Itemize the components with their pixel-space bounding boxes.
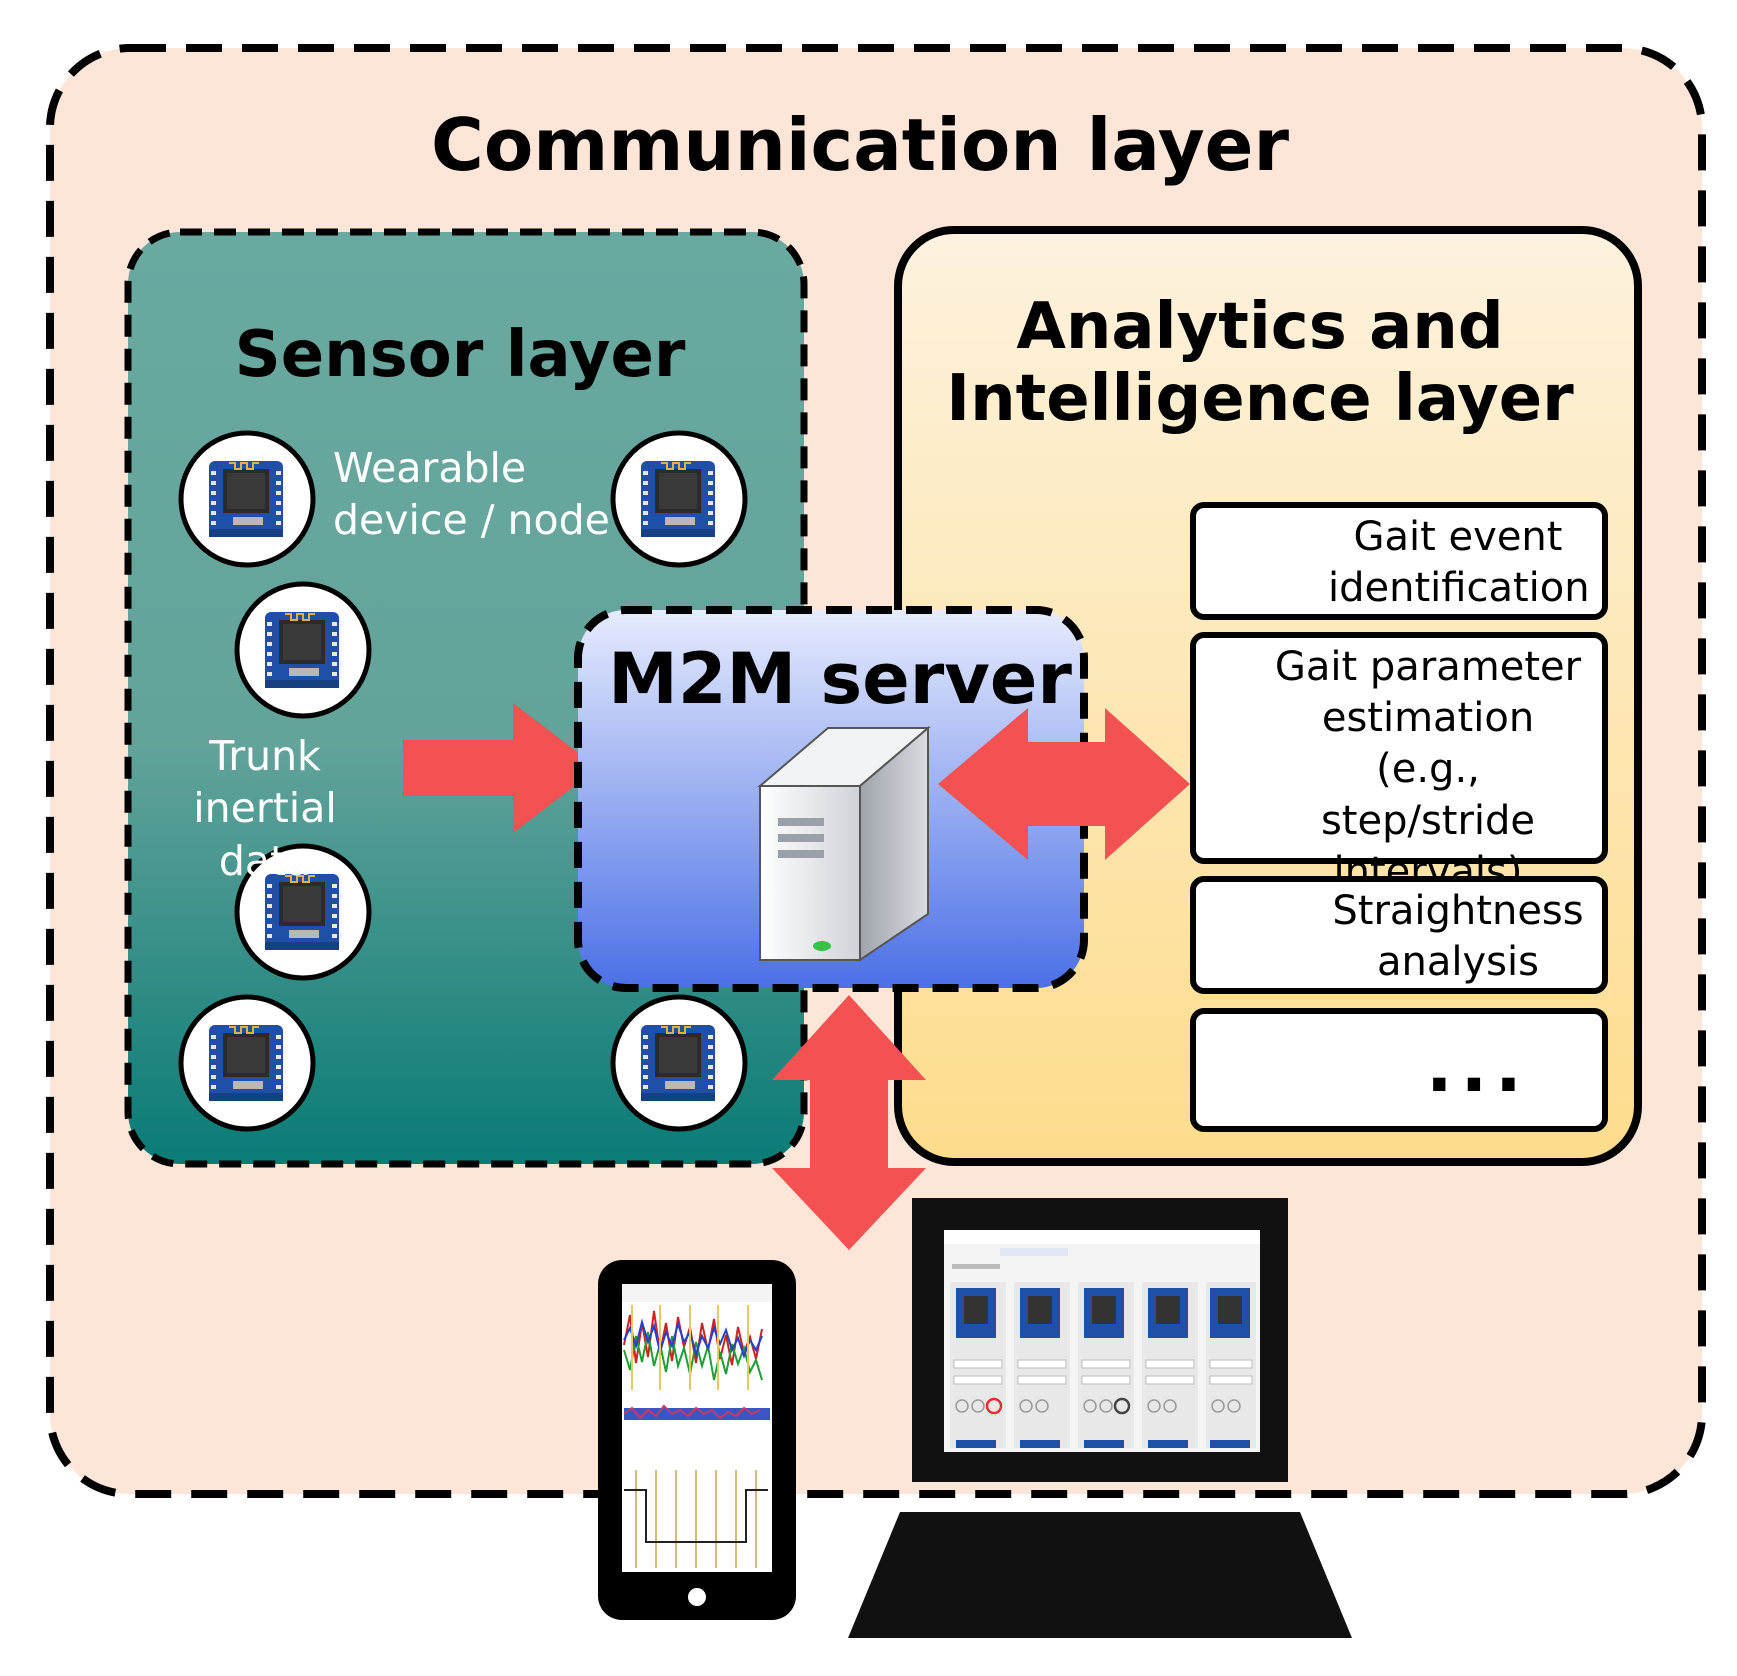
communication-layer-title: Communication layer [430,103,1290,187]
bidirectional-arrow [772,995,926,1250]
wearable-node-label: Wearable device / node [333,444,610,545]
module-card-more: ... [1190,1008,1608,1132]
wearable-node-icon [613,433,745,565]
wearable-node-icon [181,433,313,565]
module-label: Gait event identification [1328,514,1590,612]
module-label: Gait parameter estimation (e.g., step/st… [1274,644,1582,895]
sensor-layer-title: Sensor layer [234,318,686,392]
bidirectional-arrow [938,708,1190,860]
wearable-node-icon [613,997,745,1129]
trunk-data-label: Trunk inertial data [193,732,337,885]
wearable-node-icon [181,997,313,1129]
data-flow-arrow [403,703,598,833]
module-card-gait-parameter: Gait parameter estimation (e.g., step/st… [1190,632,1608,895]
smartphone-icon [598,1260,796,1620]
m2m-server-title: M2M server [608,638,1072,720]
module-card-gait-event: Gait event identification [1190,502,1608,620]
desktop-monitor-icon [848,1198,1352,1638]
server-icon [757,725,931,962]
wearable-node-icon [237,584,369,716]
module-card-straightness: Straightness analysis [1190,876,1608,994]
analytics-layer-title: Analytics and Intelligence layer [946,290,1574,436]
ellipsis-label: ... [1426,1026,1530,1108]
module-label: Straightness analysis [1332,888,1584,986]
